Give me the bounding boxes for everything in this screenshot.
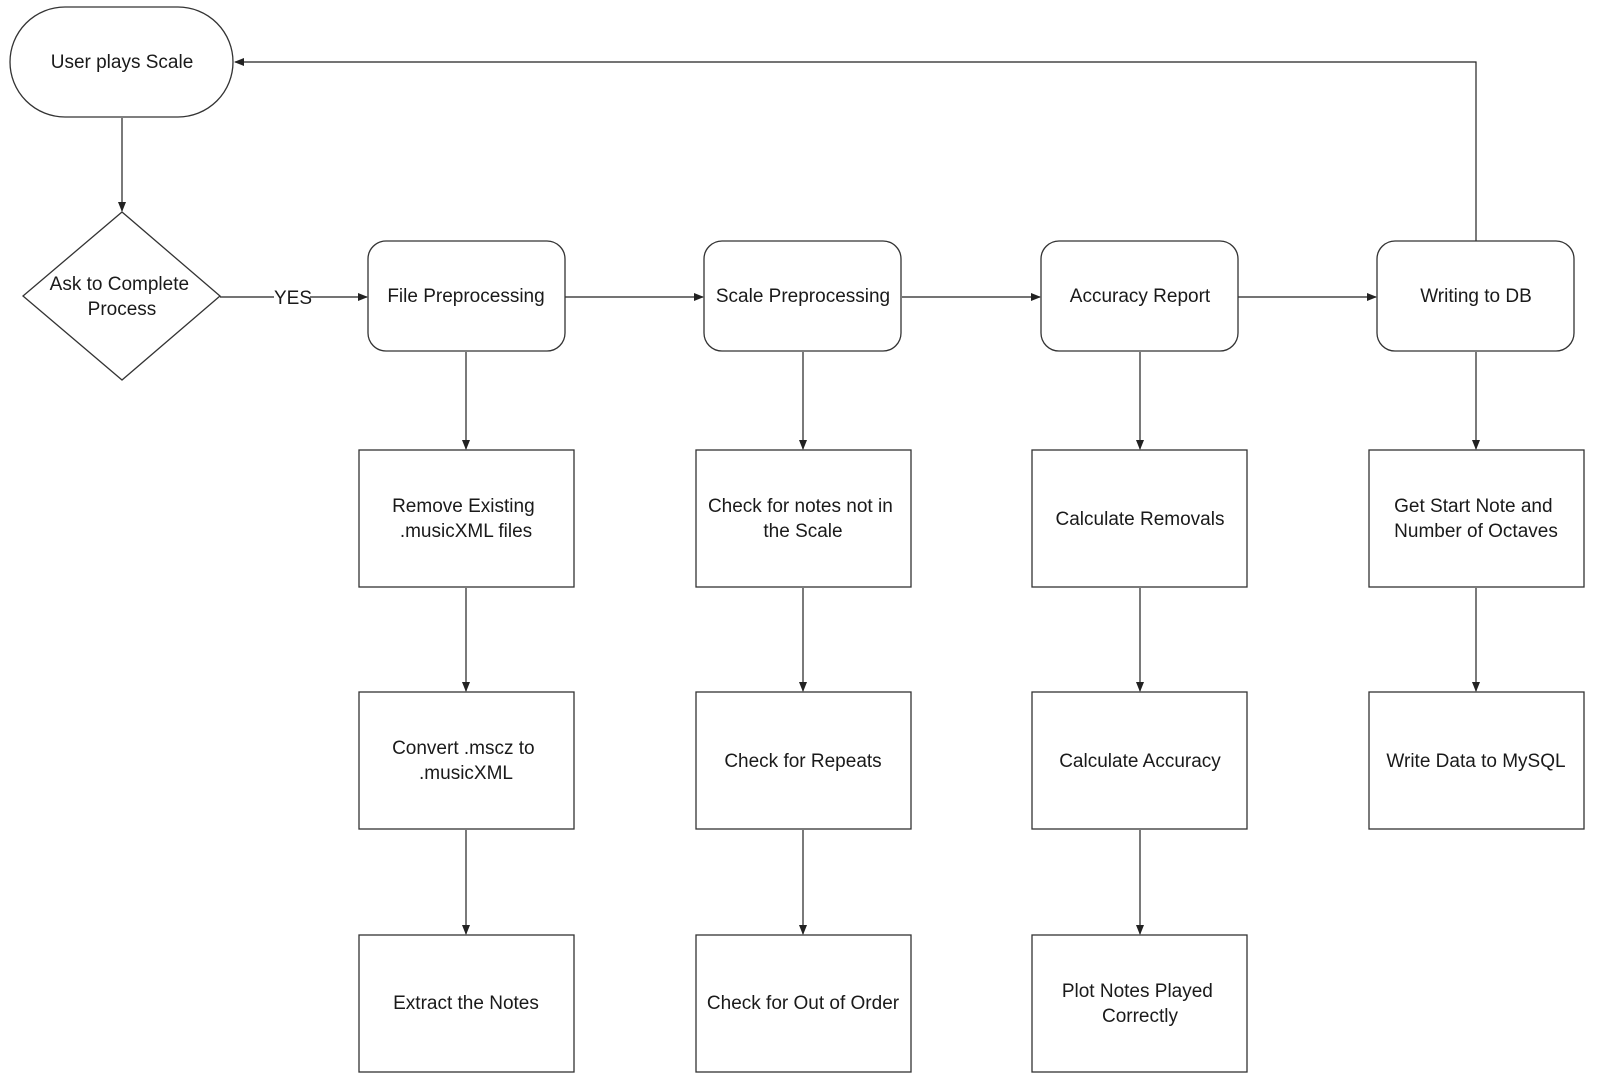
label-user-plays-scale: User plays Scale [51, 52, 194, 73]
step-plot-notes [1031, 934, 1248, 1073]
label-ask-to-complete: Ask to Complete Process [50, 274, 195, 320]
edge-writing-db-to-start [234, 58, 1477, 241]
step-convert-mscz [358, 691, 575, 830]
step-remove-existing [358, 449, 575, 588]
node-labels: User plays Scale Ask to Complete Process… [50, 52, 1566, 1027]
step-write-mysql [1368, 691, 1585, 830]
label-writing-to-db: Writing to DB [1420, 286, 1532, 307]
label-remove-existing: Remove Existing .musicXML files [392, 496, 540, 542]
terminator-user-plays-scale [9, 6, 234, 118]
step-check-repeats [695, 691, 912, 830]
label-file-preprocessing: File Preprocessing [387, 286, 544, 307]
label-plot-notes: Plot Notes Played Correctly [1062, 981, 1218, 1027]
label-calculate-accuracy: Calculate Accuracy [1059, 751, 1221, 772]
process-scale-preprocessing [703, 240, 902, 352]
step-check-out-of-order [695, 934, 912, 1073]
process-writing-to-db [1376, 240, 1575, 352]
step-get-start-note [1368, 449, 1585, 588]
label-scale-preprocessing: Scale Preprocessing [716, 286, 890, 307]
process-accuracy-report [1040, 240, 1239, 352]
edge-label-yes: YES [274, 288, 312, 309]
label-check-notes-not-in-scale: Check for notes not in the Scale [708, 496, 898, 542]
step-check-notes-not-in-scale [695, 449, 912, 588]
label-accuracy-report: Accuracy Report [1070, 286, 1211, 307]
step-extract-notes [358, 934, 575, 1073]
process-file-preprocessing [367, 240, 566, 352]
label-convert-mscz: Convert .mscz to .musicXML [392, 738, 540, 784]
label-get-start-note: Get Start Note and Number of Octaves [1394, 496, 1558, 542]
nodes [9, 6, 1585, 1073]
label-check-out-of-order: Check for Out of Order [707, 993, 900, 1014]
label-write-mysql: Write Data to MySQL [1386, 751, 1565, 772]
connectors: YES [118, 58, 1480, 935]
label-check-repeats: Check for Repeats [724, 751, 881, 772]
edge-label-background [274, 284, 310, 310]
decision-ask-to-complete [21, 211, 221, 381]
label-calculate-removals: Calculate Removals [1056, 509, 1225, 530]
label-extract-notes: Extract the Notes [393, 993, 539, 1014]
step-calculate-accuracy [1031, 691, 1248, 830]
step-calculate-removals [1031, 449, 1248, 588]
